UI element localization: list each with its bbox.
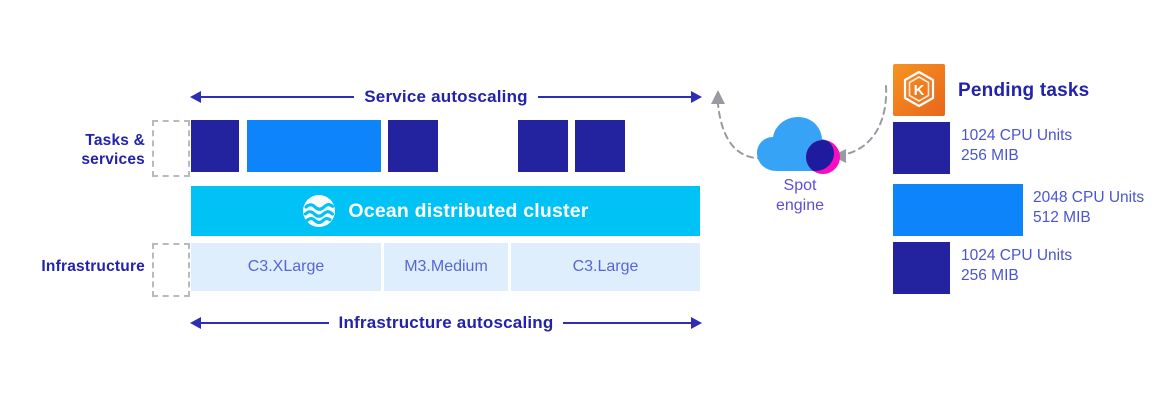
svg-text:K: K [914,82,925,99]
spot-engine-caption-line2: engine [775,197,825,214]
instance-box-m3-medium[interactable]: M3.Medium [384,243,508,291]
service-autoscaling-arrow: Service autoscaling [190,87,703,107]
ocean-cluster-label: Ocean distributed cluster [348,199,589,222]
instance-label: C3.XLarge [247,258,325,275]
pending-tasks-title: Pending tasks [958,80,1090,101]
flow-arrowhead-left-icon [711,90,725,104]
tasks-services-label: Tasks & services [30,131,145,169]
arrow-head-left-icon [190,317,201,329]
pending-task-memory: 256 MIB [961,267,1019,284]
task-block-4[interactable] [518,120,568,172]
infrastructure-label-text: Infrastructure [41,258,145,275]
spot-engine-caption-line1: Spot [783,177,817,194]
instance-label: C3.Large [572,258,639,275]
pending-task-specs: 2048 CPU Units 512 MIB [1033,188,1144,228]
pending-task-memory: 512 MIB [1033,209,1091,226]
tasks-services-label-line2: services [81,151,145,168]
arrow-head-left-icon [190,91,201,103]
pending-task-row-1[interactable]: 1024 CPU Units 256 MIB [893,122,1163,174]
task-block-5[interactable] [575,120,625,172]
arrow-line [201,322,329,324]
infrastructure-autoscaling-arrow: Infrastructure autoscaling [190,313,703,333]
ocean-waves-icon [302,194,336,228]
pending-task-row-3[interactable]: 1024 CPU Units 256 MIB [893,242,1163,294]
kubernetes-hexagon-k-icon: K [893,64,945,116]
instance-box-c3-xlarge[interactable]: C3.XLarge [191,243,381,291]
infrastructure-bracket [152,243,190,297]
instance-label: M3.Medium [404,258,488,275]
arrow-head-right-icon [691,91,703,103]
task-block-1[interactable] [191,120,239,172]
flow-path-left [717,103,765,160]
pending-task-cpu: 1024 CPU Units [961,127,1073,144]
tasks-services-bracket [152,120,190,177]
service-autoscaling-label: Service autoscaling [354,87,538,107]
pending-task-cpu: 1024 CPU Units [961,247,1073,264]
pending-task-swatch [893,184,1023,236]
pending-task-cpu: 2048 CPU Units [1033,189,1145,206]
arrow-line [563,322,692,324]
tasks-services-label-line1: Tasks & [85,132,145,149]
pending-task-specs: 1024 CPU Units 256 MIB [961,126,1072,166]
pending-task-row-2[interactable]: 2048 CPU Units 512 MIB [893,184,1163,236]
pending-task-memory: 256 MIB [961,147,1019,164]
infrastructure-row: C3.XLarge M3.Medium C3.Large [0,243,1170,291]
tasks-blocks-row [0,120,1170,172]
flow-path-right [845,85,888,155]
instance-box-c3-large[interactable]: C3.Large [511,243,700,291]
spot-engine-caption: Spot engine [740,176,860,216]
pending-task-swatch [893,122,950,174]
infrastructure-autoscaling-label: Infrastructure autoscaling [328,313,564,333]
task-block-2[interactable] [247,120,381,172]
task-block-3[interactable] [388,120,438,172]
pending-task-swatch [893,242,950,294]
pending-task-specs: 1024 CPU Units 256 MIB [961,246,1072,286]
arrow-line [201,96,355,98]
infrastructure-label: Infrastructure [0,257,145,276]
arrow-head-right-icon [691,317,703,329]
spot-engine-logo [755,113,851,175]
spot-cloud-icon [757,117,840,174]
ocean-distributed-cluster-bar[interactable]: Ocean distributed cluster [191,186,700,236]
arrow-line [537,96,692,98]
